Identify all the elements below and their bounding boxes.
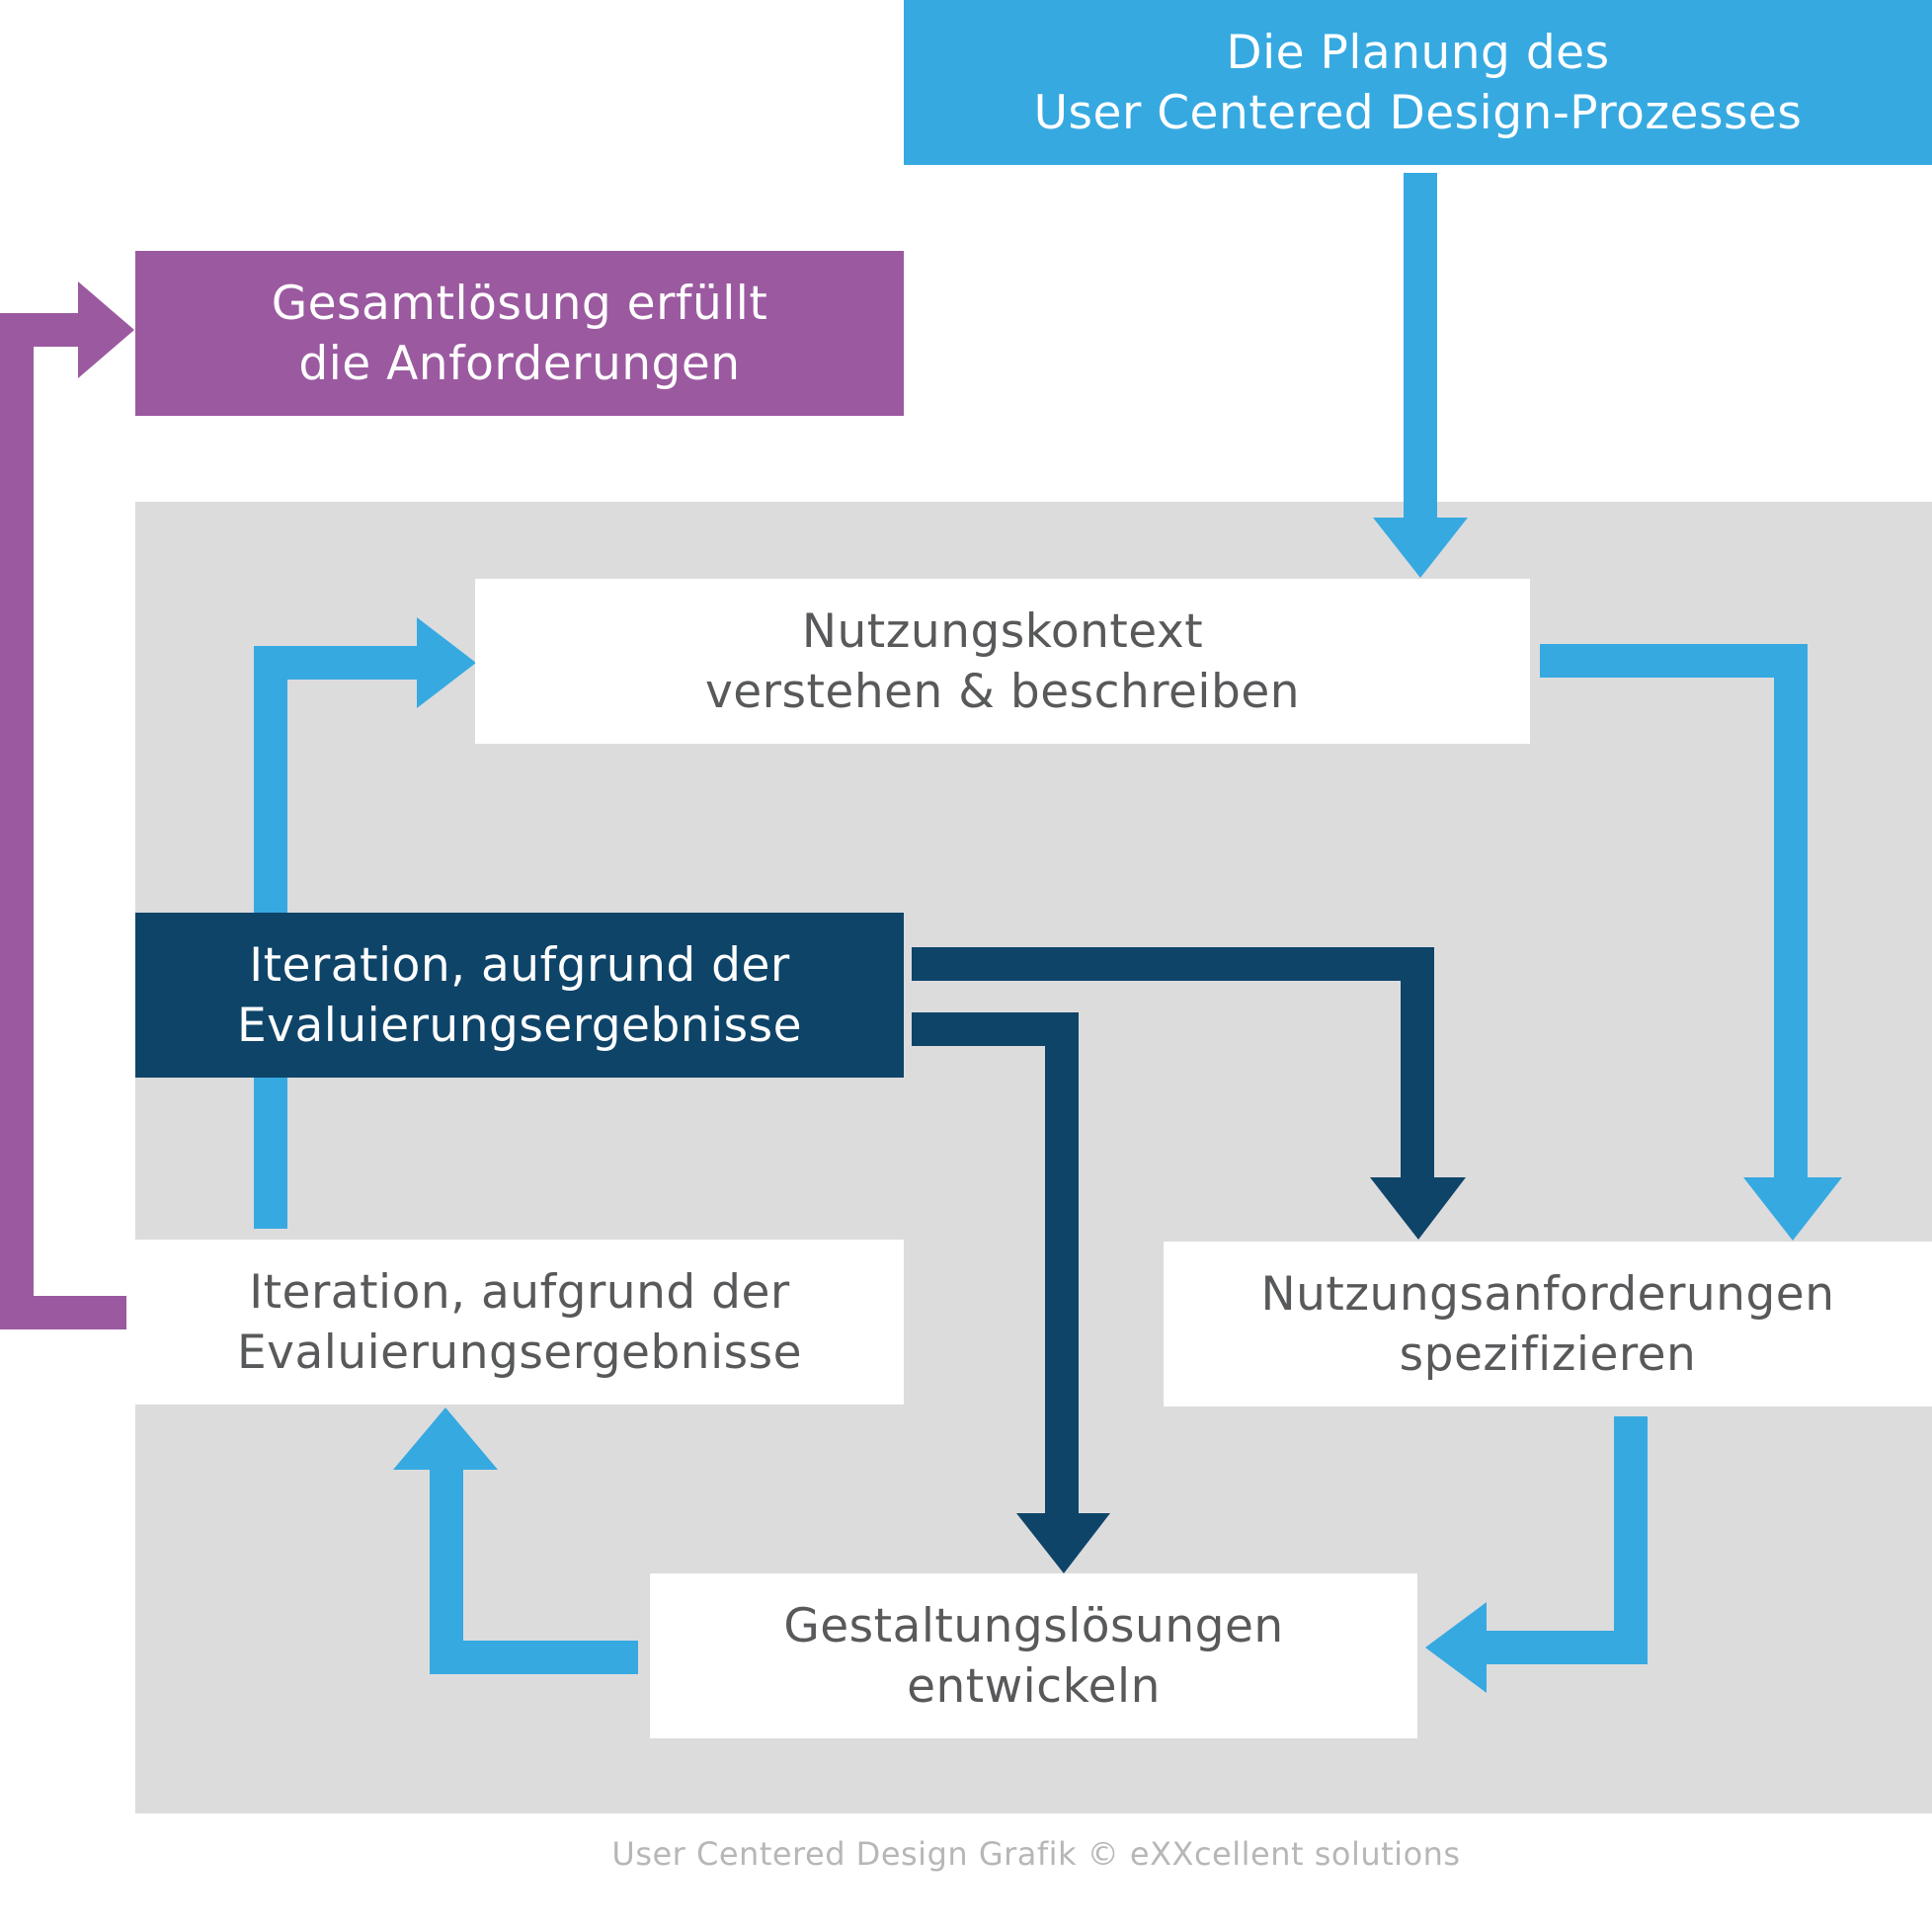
- arrow-design-to-evaluation: [393, 1407, 638, 1674]
- arrow-up-icon: [393, 1407, 498, 1470]
- evaluation-box: Iteration, aufgrund der Evaluierungserge…: [135, 1240, 904, 1405]
- overall-solution-line-2: die Anforderungen: [298, 336, 741, 391]
- overall-solution-line-1: Gesamtlösung erfüllt: [271, 276, 768, 331]
- requirements-line-2: spezifizieren: [1399, 1327, 1697, 1382]
- design-solutions-label: Gestaltungslösungen entwickeln: [783, 1596, 1283, 1717]
- evaluation-line-1: Iteration, aufgrund der: [249, 1264, 790, 1320]
- arrow-down-icon: [1370, 1177, 1466, 1240]
- planning-box: Die Planung des User Centered Design-Pro…: [904, 0, 1932, 165]
- copyright-caption: User Centered Design Grafik © eXXcellent…: [611, 1835, 1461, 1873]
- context-label: Nutzungskontext verstehen & beschreiben: [705, 602, 1300, 722]
- overall-solution-label: Gesamtlösung erfüllt die Anforderungen: [272, 274, 768, 394]
- arrow-down-icon: [1016, 1513, 1110, 1573]
- requirements-box: Nutzungsanforderungen spezifizieren: [1164, 1242, 1932, 1407]
- design-solutions-box: Gestaltungslösungen entwickeln: [650, 1573, 1417, 1738]
- iteration-box: Iteration, aufgrund der Evaluierungserge…: [135, 913, 904, 1078]
- arrow-context-to-requirements: [1540, 644, 1842, 1241]
- planning-line-1: Die Planung des: [1226, 25, 1610, 80]
- context-box: Nutzungskontext verstehen & beschreiben: [475, 579, 1530, 744]
- design-solutions-line-2: entwickeln: [907, 1658, 1161, 1714]
- iteration-line-1: Iteration, aufgrund der: [249, 937, 790, 993]
- arrow-down-icon: [1373, 518, 1468, 578]
- arrow-evaluation-to-overall: [0, 281, 134, 1329]
- arrow-requirements-to-design: [1425, 1416, 1648, 1693]
- iteration-line-2: Evaluierungsergebnisse: [236, 998, 803, 1053]
- arrow-left-icon: [1425, 1602, 1487, 1693]
- arrow-planning-to-context: [1373, 173, 1468, 578]
- arrow-right-icon: [417, 617, 476, 708]
- iteration-label: Iteration, aufgrund der Evaluierungserge…: [237, 935, 802, 1056]
- overall-solution-box: Gesamtlösung erfüllt die Anforderungen: [135, 251, 904, 416]
- context-line-1: Nutzungskontext: [801, 603, 1204, 659]
- planning-label: Die Planung des User Centered Design-Pro…: [1034, 23, 1803, 143]
- planning-line-2: User Centered Design-Prozesses: [1033, 85, 1803, 140]
- arrow-right-icon: [78, 281, 134, 378]
- context-line-2: verstehen & beschreiben: [704, 664, 1301, 719]
- arrow-down-icon: [1743, 1177, 1842, 1241]
- design-solutions-line-1: Gestaltungslösungen: [783, 1598, 1284, 1653]
- requirements-label: Nutzungsanforderungen spezifizieren: [1260, 1264, 1834, 1385]
- requirements-line-1: Nutzungsanforderungen: [1260, 1266, 1835, 1322]
- arrow-iteration-to-requirements: [912, 947, 1466, 1240]
- evaluation-label: Iteration, aufgrund der Evaluierungserge…: [237, 1262, 802, 1383]
- arrow-iteration-to-design: [912, 1012, 1110, 1573]
- evaluation-line-2: Evaluierungsergebnisse: [236, 1325, 803, 1380]
